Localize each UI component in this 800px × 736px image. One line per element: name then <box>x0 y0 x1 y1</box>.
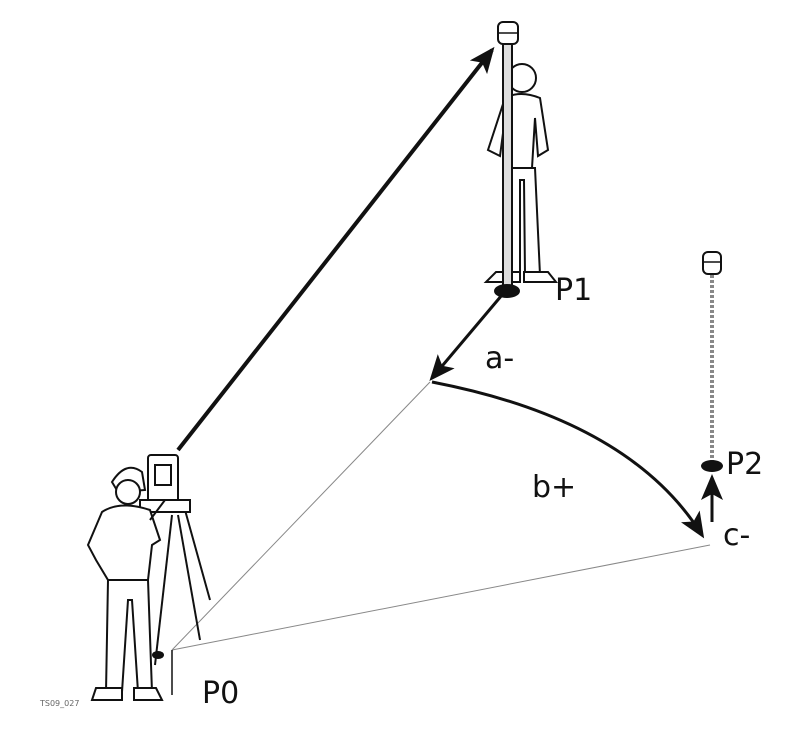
line-p0-to-c-point <box>171 544 711 651</box>
p2-prism-pole <box>701 251 723 472</box>
p1-surveyor-with-pole <box>483 21 559 298</box>
label-c-minus: c- <box>723 518 750 553</box>
line-p0-to-a-point <box>171 381 431 651</box>
sight-arrow-to-p1 <box>176 46 495 452</box>
p0-ground-point <box>152 651 164 659</box>
label-b-plus: b+ <box>532 470 576 505</box>
label-p2: P2 <box>726 447 763 482</box>
p0-surveyor <box>86 466 166 701</box>
arrow-a-offset <box>429 294 504 382</box>
total-station-tripod <box>139 454 211 666</box>
figure-code: TS09_027 <box>39 699 79 708</box>
label-p0: P0 <box>202 676 239 711</box>
arrow-b-offset <box>431 380 705 539</box>
label-a-minus: a- <box>485 341 514 376</box>
label-p1: P1 <box>555 273 592 308</box>
